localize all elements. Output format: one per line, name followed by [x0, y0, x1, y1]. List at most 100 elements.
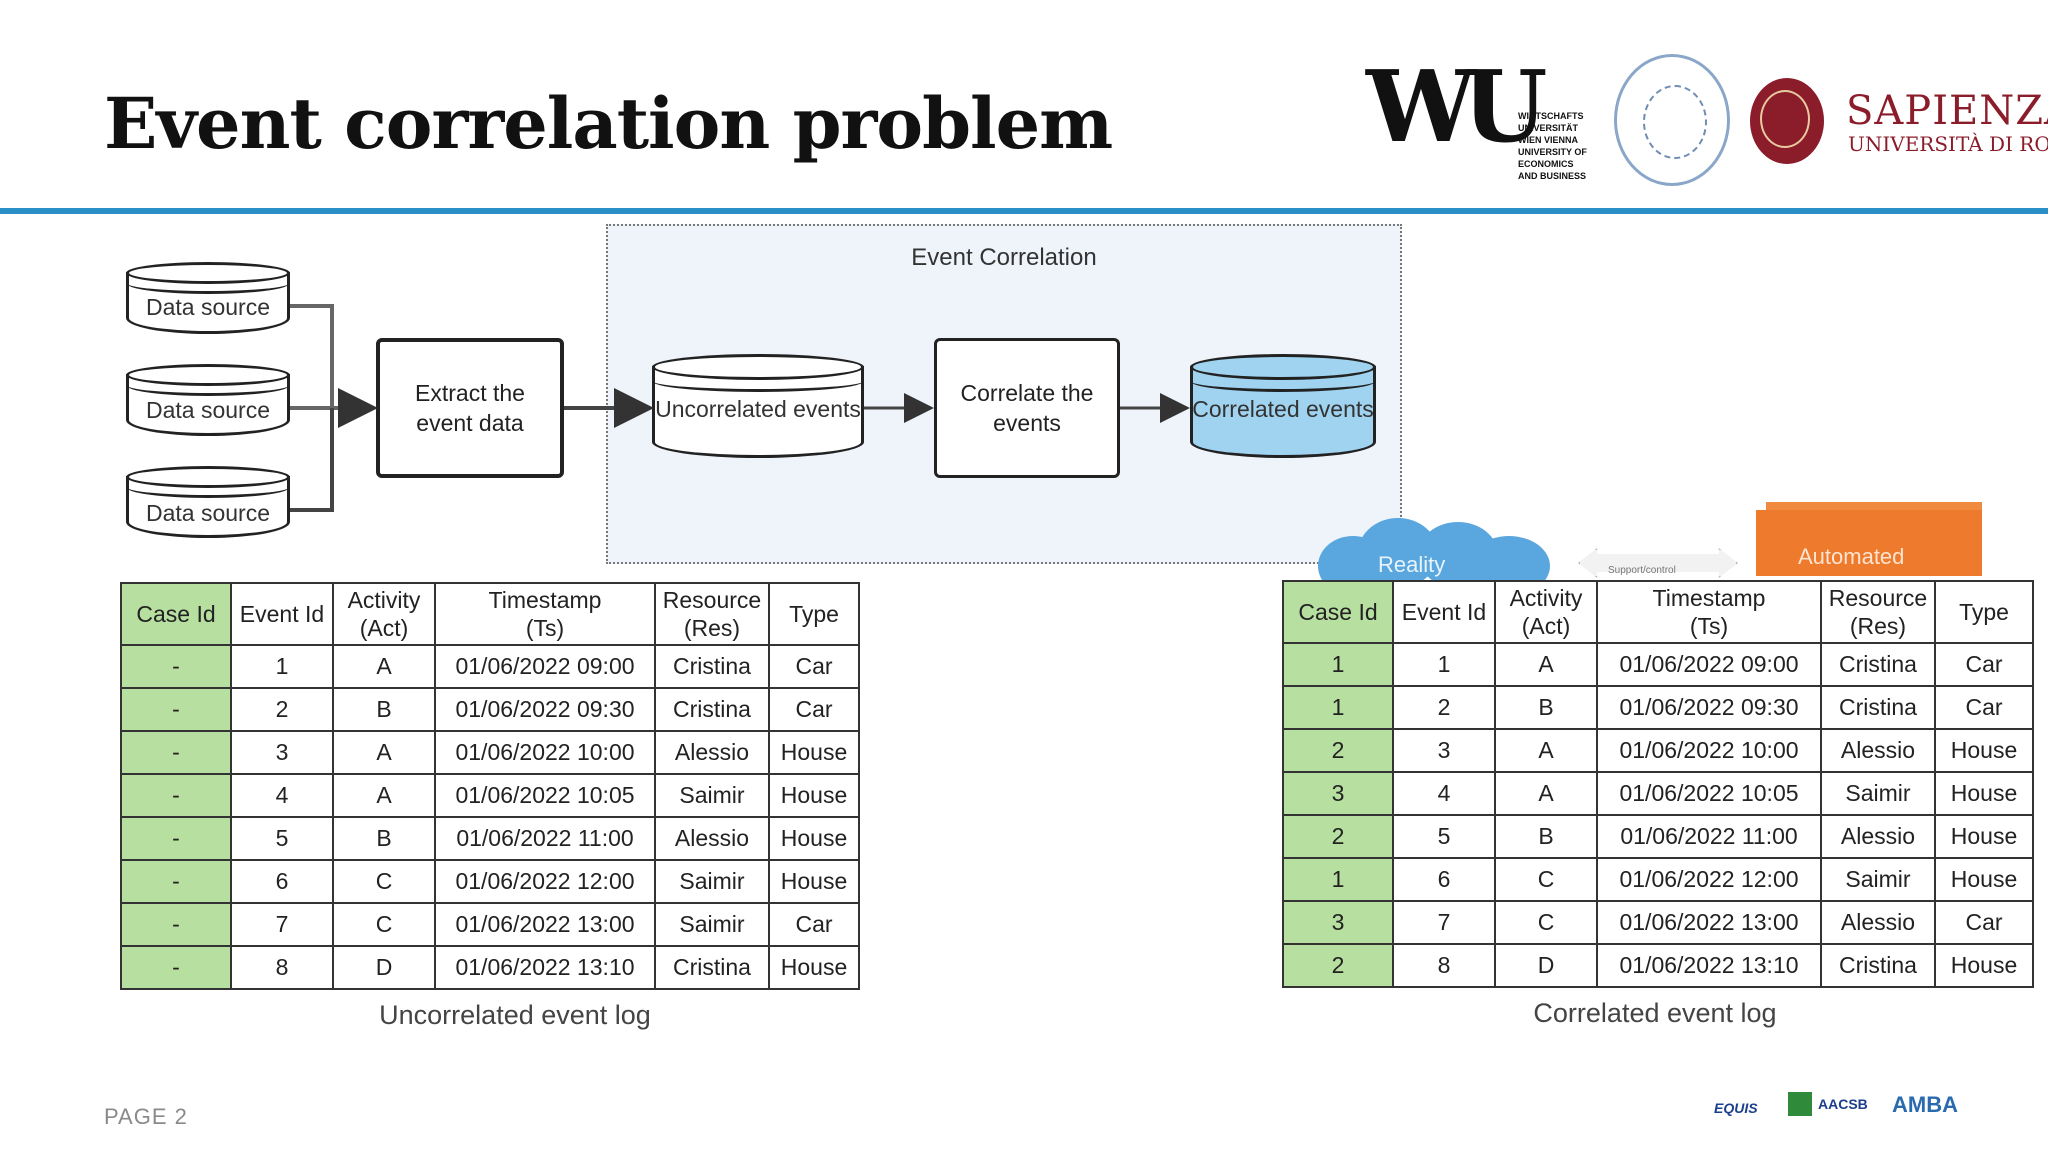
- extract-event-data-step: Extract the event data: [376, 338, 564, 478]
- resource-cell: Cristina: [654, 945, 770, 990]
- type-cell: House: [768, 773, 860, 818]
- header-event-id: Event Id: [1392, 580, 1496, 644]
- type-cell: Car: [768, 644, 860, 689]
- correlate-events-label: Correlate the events: [960, 380, 1094, 436]
- case-id-cell: 2: [1282, 814, 1394, 859]
- header-resource: Resource (Res): [654, 582, 770, 646]
- page-number: PAGE 2: [104, 1104, 188, 1129]
- case-id-cell: -: [120, 859, 232, 904]
- accreditation-logos: EQUIS AACSB AMBA: [1692, 1070, 1992, 1130]
- event-id-cell: 6: [230, 859, 334, 904]
- sapienza-logo-name: SAPIENZA: [1846, 88, 2048, 134]
- timestamp-cell: 01/06/2022 13:00: [434, 902, 656, 947]
- resource-cell: Cristina: [1820, 642, 1936, 687]
- activity-cell: A: [332, 730, 436, 775]
- resource-cell: Cristina: [654, 644, 770, 689]
- sapienza-logo-subtitle: UNIVERSITÀ DI ROMA: [1848, 132, 2048, 156]
- event-id-cell: 1: [1392, 642, 1496, 687]
- correlated-log-caption: Correlated event log: [1533, 998, 1777, 1028]
- case-id-cell: -: [120, 945, 232, 990]
- uncorrelated-events-label: Uncorrelated events: [655, 396, 861, 422]
- activity-cell: A: [1494, 728, 1598, 773]
- wu-logo-text: WIRTSCHAFTS UNIVERSITÄT WIEN VIENNA UNIV…: [1518, 111, 1587, 181]
- event-id-cell: 7: [230, 902, 334, 947]
- data-source-cylinder-2: Data source: [126, 364, 290, 436]
- case-id-cell: -: [120, 644, 232, 689]
- resource-cell: Alessio: [654, 730, 770, 775]
- amba-logo: AMBA: [1892, 1092, 1958, 1117]
- university-logos: WU WIRTSCHAFTS UNIVERSITÄT WIEN VIENNA U…: [1360, 50, 2048, 202]
- flow-arrows: [290, 304, 1190, 512]
- activity-cell: B: [1494, 814, 1598, 859]
- event-id-cell: 3: [230, 730, 334, 775]
- case-id-cell: 1: [1282, 685, 1394, 730]
- timestamp-cell: 01/06/2022 10:05: [1596, 771, 1822, 816]
- support-control-label: Support/control: [1608, 565, 1676, 576]
- timestamp-cell: 01/06/2022 09:30: [1596, 685, 1822, 730]
- event-id-cell: 4: [1392, 771, 1496, 816]
- timestamp-cell: 01/06/2022 09:00: [434, 644, 656, 689]
- data-source-label: Data source: [145, 294, 270, 320]
- activity-cell: B: [1494, 685, 1598, 730]
- header-type: Type: [768, 582, 860, 646]
- resource-cell: Saimir: [1820, 771, 1936, 816]
- activity-cell: B: [332, 816, 436, 861]
- case-id-cell: 3: [1282, 771, 1394, 816]
- aacsb-icon: [1788, 1092, 1812, 1116]
- timestamp-cell: 01/06/2022 11:00: [1596, 814, 1822, 859]
- event-id-cell: 5: [1392, 814, 1496, 859]
- header-activity: Activity (Act): [1494, 580, 1598, 644]
- source-3-connector: [290, 408, 334, 512]
- event-id-cell: 2: [1392, 685, 1496, 730]
- resource-cell: Alessio: [1820, 900, 1936, 945]
- wu-logo: WU: [1366, 50, 1547, 165]
- event-id-cell: 7: [1392, 900, 1496, 945]
- case-id-cell: -: [120, 730, 232, 775]
- activity-cell: D: [1494, 943, 1598, 988]
- activity-cell: C: [1494, 900, 1598, 945]
- activity-cell: A: [332, 773, 436, 818]
- case-id-cell: -: [120, 687, 232, 732]
- resource-cell: Cristina: [1820, 685, 1936, 730]
- resource-cell: Alessio: [1820, 728, 1936, 773]
- resource-cell: Cristina: [1820, 943, 1936, 988]
- timestamp-cell: 01/06/2022 13:10: [1596, 943, 1822, 988]
- case-id-cell: -: [120, 816, 232, 861]
- aacsb-logo: AACSB: [1818, 1096, 1868, 1112]
- event-id-cell: 3: [1392, 728, 1496, 773]
- extract-event-data-label: Extract the event data: [415, 380, 525, 436]
- event-id-cell: 2: [230, 687, 334, 732]
- type-cell: House: [768, 859, 860, 904]
- type-cell: House: [1934, 771, 2034, 816]
- case-id-cell: -: [120, 773, 232, 818]
- data-source-label: Data source: [145, 397, 270, 423]
- correlate-events-step: Correlate the events: [934, 338, 1120, 478]
- correlated-events-store: Correlated events: [1190, 354, 1376, 458]
- resource-cell: Saimir: [654, 859, 770, 904]
- equis-logo: EQUIS: [1714, 1100, 1758, 1116]
- timestamp-cell: 01/06/2022 11:00: [434, 816, 656, 861]
- resource-cell: Cristina: [654, 687, 770, 732]
- event-id-cell: 1: [230, 644, 334, 689]
- timestamp-cell: 01/06/2022 10:00: [1596, 728, 1822, 773]
- type-cell: House: [1934, 943, 2034, 988]
- event-id-cell: 4: [230, 773, 334, 818]
- timestamp-cell: 01/06/2022 13:00: [1596, 900, 1822, 945]
- type-cell: Car: [1934, 900, 2034, 945]
- type-cell: House: [1934, 814, 2034, 859]
- correlated-event-log-table: Case Id Event Id Activity (Act) Timestam…: [1282, 580, 2034, 988]
- type-cell: Car: [1934, 642, 2034, 687]
- timestamp-cell: 01/06/2022 10:00: [434, 730, 656, 775]
- resource-cell: Saimir: [654, 902, 770, 947]
